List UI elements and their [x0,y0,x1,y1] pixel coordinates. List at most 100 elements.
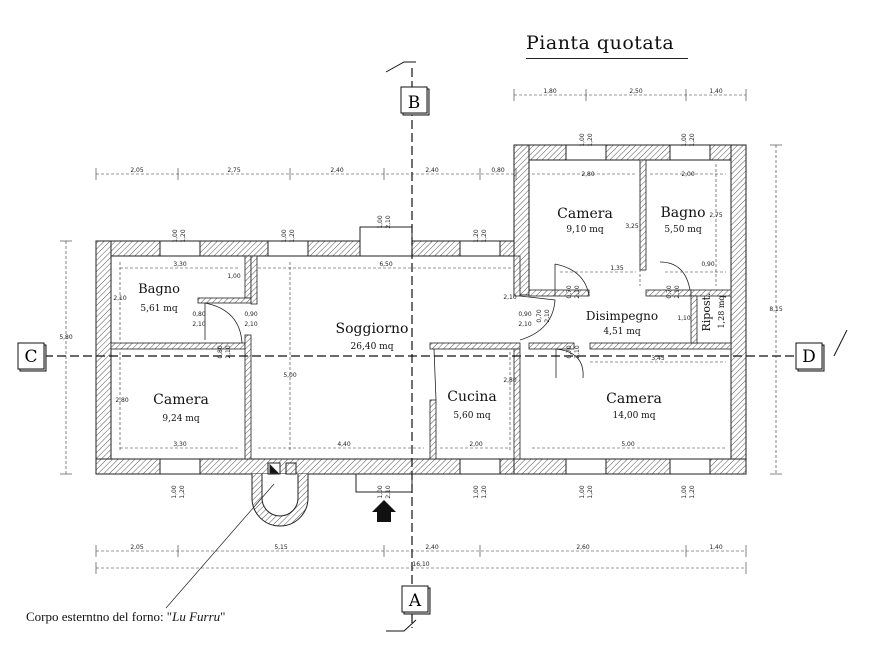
win-label-7b: 1,20 [179,485,186,499]
dimension-ticks [60,89,782,574]
section-lines [44,68,800,628]
oven-caption: Corpo esterntno del forno: "Lu Furru" [26,609,225,625]
door-v2a: 0,70 [566,285,573,299]
win-label-1b: 1,20 [180,229,187,243]
caption-leader-line [165,483,275,609]
win-label-5a: 1,00 [579,133,586,147]
door-v3b: 2,10 [674,285,681,299]
dim-bagno-h: 2,10 [113,295,127,302]
dim-bagno-w: 3,30 [173,261,187,268]
dim-top-right-3: 1,40 [709,88,723,95]
dim-top-1: 2,05 [130,167,144,174]
room-area-soggiorno: 26,40 mq [351,342,394,352]
room-area-camera-top: 9,10 mq [566,225,603,235]
dim-sogg-w: 6,50 [379,261,393,268]
room-area-disimpegno: 4,51 mq [603,327,640,337]
door-swings [204,261,691,401]
entrance-arrow-icon [372,500,396,522]
door-v1b: 2,10 [225,345,232,359]
dim-top-3: 2,40 [330,167,344,174]
room-name-camera-top: Camera [557,206,613,222]
door-b-w: 0,90 [244,311,258,318]
door-a-w: 0,80 [192,311,206,318]
interior-walls [110,159,732,460]
door-b-h: 2,10 [244,321,258,328]
door-a-h: 2,10 [192,321,206,328]
dim-bagno-t-step: 0,90 [701,261,715,268]
dim-cucina-h: 2,80 [503,377,517,384]
win-label-8a: 1,00 [377,485,384,499]
title-underline [526,58,688,59]
win-label-9a: 1,00 [473,485,480,499]
win-label-4a: 1,20 [473,229,480,243]
dim-camera-l-w: 3,30 [173,441,187,448]
room-name-disimpegno: Disimpegno [586,309,658,323]
door-v4a: 0,70 [566,345,573,359]
dim-camera-r-step: 3,45 [651,355,665,362]
page-title: Pianta quotata [526,32,675,54]
win-label-2b: 1,20 [289,229,296,243]
room-area-camera-right: 14,00 mq [613,411,656,421]
door-v4b: 2,10 [574,345,581,359]
room-name-camera-left: Camera [153,392,209,408]
windows [159,144,711,493]
win-label-7a: 1,00 [171,485,178,499]
win-label-6b: 1,20 [689,133,696,147]
room-area-ripostiglio: 1,28 mq [717,295,726,328]
oven-body [251,462,309,527]
section-marker-a: A [401,585,431,615]
win-label-11b: 1,20 [689,485,696,499]
dim-camera-t-h: 3,25 [625,223,639,230]
door-v1a: 0,80 [217,345,224,359]
dim-cucina-w: 2,00 [469,441,483,448]
dim-bottom-5: 1,40 [709,544,723,551]
win-label-8b: 2,10 [385,485,392,499]
section-label-a: A [408,591,422,611]
win-label-4b: 1,20 [481,229,488,243]
dim-top-4: 2,40 [425,167,439,174]
dim-bottom-2: 5,15 [274,544,288,551]
dim-camera-l-h: 2,80 [115,397,129,404]
room-area-bagno-left: 5,61 mq [140,304,177,314]
dim-bagno-t-h: 2,75 [709,212,723,219]
room-area-cucina: 5,60 mq [453,411,490,421]
win-label-1a: 1,00 [172,229,179,243]
win-label-11a: 1,00 [681,485,688,499]
win-label-6a: 1,00 [681,133,688,147]
section-label-c: C [24,347,37,367]
dim-total: 16,10 [412,561,429,568]
win-label-10b: 1,20 [587,485,594,499]
dim-bagno-step: 1,00 [227,273,241,280]
dim-sogg-bottom: 4,40 [337,441,351,448]
door-v5a: 0,70 [536,309,543,323]
room-name-cucina: Cucina [447,389,496,405]
win-label-3b: 2,10 [385,215,392,229]
door-v3a: 0,70 [666,285,673,299]
section-label-b: B [408,93,421,113]
room-name-soggiorno: Soggiorno [336,321,409,337]
dim-right-total: 8,15 [769,306,783,313]
win-label-9b: 1,20 [481,485,488,499]
dim-camera-t-w: 2,80 [581,171,595,178]
section-marker-c: C [17,342,47,372]
section-marker-d: D [795,342,825,372]
room-area-bagno-top: 5,50 mq [664,225,701,235]
door-v2b: 2,10 [574,285,581,299]
door-v5b: 2,10 [544,309,551,323]
dim-left-total: 5,80 [59,334,73,341]
room-name-ripostiglio: Ripost. [700,292,713,331]
dim-top-2: 2,75 [227,167,241,174]
door-c-w: 0,90 [518,311,532,318]
win-label-10a: 1,00 [579,485,586,499]
dim-bottom-1: 2,05 [130,544,144,551]
dim-bottom-3: 2,40 [425,544,439,551]
room-name-camera-right: Camera [606,391,662,407]
section-marker-b: B [400,86,430,116]
caption-italic: Lu Furru [172,609,221,624]
win-label-5b: 1,20 [587,133,594,147]
dim-top-5: 0,80 [491,167,505,174]
win-label-2a: 1,00 [281,229,288,243]
dim-camera-t-step: 1,35 [610,265,624,272]
dim-cucina-left: 2,10 [503,294,517,301]
